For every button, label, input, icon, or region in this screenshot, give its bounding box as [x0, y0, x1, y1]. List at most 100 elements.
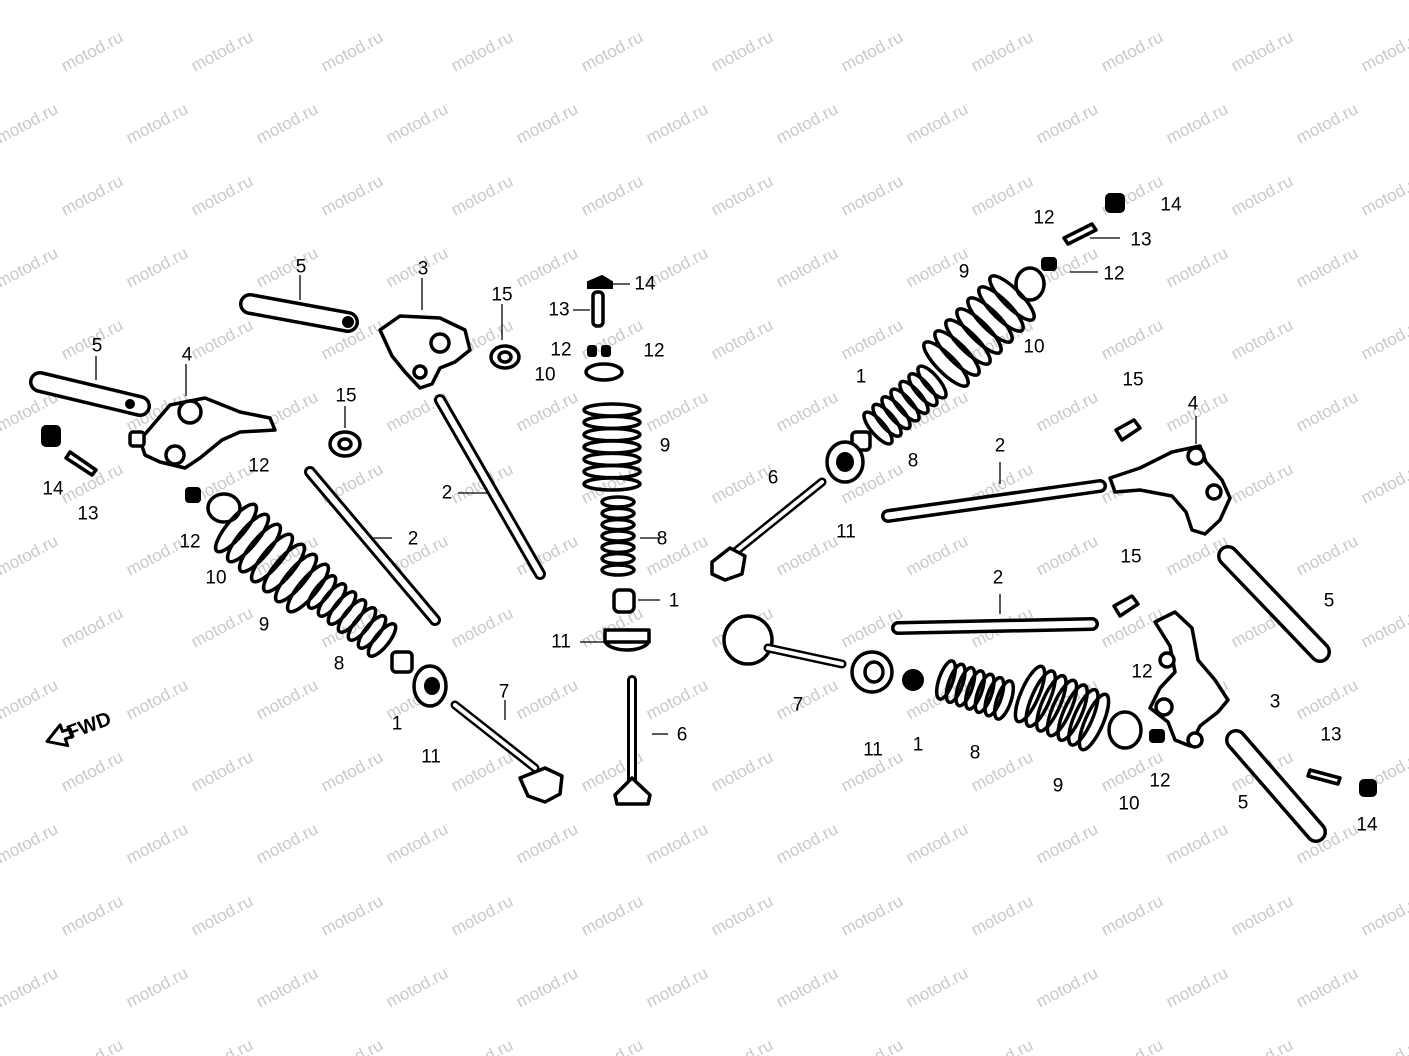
callout-11: 11 — [836, 521, 856, 543]
callout-13: 13 — [548, 299, 570, 321]
callout-5: 5 — [295, 256, 307, 278]
callout-7: 7 — [792, 694, 804, 716]
callout-12: 12 — [550, 339, 572, 361]
callout-2: 2 — [992, 567, 1004, 589]
callout-1: 1 — [668, 590, 680, 612]
callout-8: 8 — [907, 450, 919, 472]
cap-right-lower — [1359, 779, 1377, 797]
inner-spring-right-upper — [862, 364, 948, 446]
callout-3: 3 — [417, 258, 429, 280]
callout-4: 4 — [181, 344, 193, 366]
inner-spring-right-lower — [934, 659, 1016, 721]
callout-13: 13 — [1130, 229, 1152, 251]
outer-spring-center — [582, 402, 642, 492]
callout-11: 11 — [421, 746, 441, 768]
callout-10: 10 — [1023, 336, 1045, 358]
callout-12: 12 — [179, 531, 201, 553]
screw-right-upper — [1062, 222, 1098, 246]
callout-13: 13 — [1320, 724, 1342, 746]
callout-12: 12 — [643, 340, 665, 362]
seal-center — [612, 588, 636, 614]
inner-spring-center — [600, 495, 636, 577]
valve-center — [613, 675, 652, 806]
callout-12: 12 — [248, 455, 270, 477]
callout-6: 6 — [676, 724, 688, 746]
pushrod-center-left — [434, 394, 546, 580]
seal-right-lower — [902, 669, 924, 691]
callout-12: 12 — [1033, 207, 1055, 229]
outer-spring-left — [213, 502, 331, 614]
callout-8: 8 — [969, 742, 981, 764]
left-rocker-arm — [128, 396, 277, 470]
left-adjust-nut — [41, 425, 61, 447]
seat-left — [412, 664, 448, 708]
cotter-right-lower — [1149, 729, 1165, 743]
valve-right-lower — [722, 614, 847, 669]
seat-right-upper — [825, 440, 865, 484]
callout-12: 12 — [1103, 263, 1125, 285]
washer-upper-center — [489, 344, 521, 370]
callout-10: 10 — [534, 364, 556, 386]
callout-1: 1 — [912, 734, 924, 756]
retainer-right-lower — [1107, 710, 1143, 750]
washer-right-upper — [1114, 418, 1142, 442]
rocker-arm-right-upper — [1108, 444, 1232, 536]
leader-lines — [95, 237, 1197, 735]
callout-4: 4 — [1187, 393, 1199, 415]
outer-spring-right-lower — [1013, 664, 1111, 752]
rocker-arm-upper-center — [378, 314, 472, 390]
callout-9: 9 — [659, 435, 671, 457]
rocker-arm-right-lower — [1148, 610, 1230, 749]
callout-1: 1 — [855, 366, 867, 388]
upper-left-rocker-shaft — [239, 293, 359, 333]
forward-direction-indicator: FWD — [40, 695, 140, 756]
pushrod-left — [304, 466, 441, 626]
callout-9: 9 — [1052, 775, 1064, 797]
callout-2: 2 — [994, 435, 1006, 457]
callout-5: 5 — [1323, 590, 1335, 612]
retainer-left — [206, 492, 242, 524]
seat-center — [603, 628, 651, 652]
seal-left — [390, 650, 414, 674]
cotters-center — [587, 345, 611, 357]
cap-center — [587, 274, 613, 289]
left-adjust-screw — [64, 450, 98, 477]
forward-arrow-icon — [45, 723, 75, 748]
callout-10: 10 — [1118, 793, 1140, 815]
callout-11: 11 — [863, 739, 883, 761]
callout-13: 13 — [77, 503, 99, 525]
callout-15: 15 — [1120, 546, 1142, 568]
callout-15: 15 — [491, 284, 513, 306]
callout-9: 9 — [958, 261, 970, 283]
callout-2: 2 — [407, 528, 419, 550]
valve-right-upper — [710, 477, 827, 582]
callout-5: 5 — [91, 335, 103, 357]
callout-14: 14 — [1160, 194, 1182, 216]
washer-left — [328, 430, 362, 458]
cotter-right-upper — [1041, 257, 1057, 271]
callout-2: 2 — [441, 482, 453, 504]
callout-9: 9 — [258, 614, 270, 636]
inner-spring-left — [306, 574, 398, 658]
callout-15: 15 — [335, 385, 357, 407]
callout-15: 15 — [1122, 369, 1144, 391]
callout-14: 14 — [1356, 814, 1378, 836]
screw-right-lower — [1306, 768, 1342, 786]
callout-1: 1 — [391, 713, 403, 735]
cap-right-upper — [1105, 193, 1125, 213]
retainer-center — [584, 362, 624, 382]
left-rocker-shaft — [29, 371, 151, 417]
callout-14: 14 — [634, 273, 656, 295]
callout-12: 12 — [1131, 661, 1153, 683]
outer-spring-right-upper — [922, 274, 1036, 388]
callout-14: 14 — [42, 478, 64, 500]
callout-12: 12 — [1149, 770, 1171, 792]
rocker-shaft-right-lower — [1225, 729, 1327, 843]
cotter-left — [185, 487, 201, 503]
pushrod-right-upper — [881, 479, 1107, 523]
callout-8: 8 — [656, 528, 668, 550]
callout-6: 6 — [767, 467, 779, 489]
callout-3: 3 — [1269, 691, 1281, 713]
valve-left — [450, 700, 564, 804]
